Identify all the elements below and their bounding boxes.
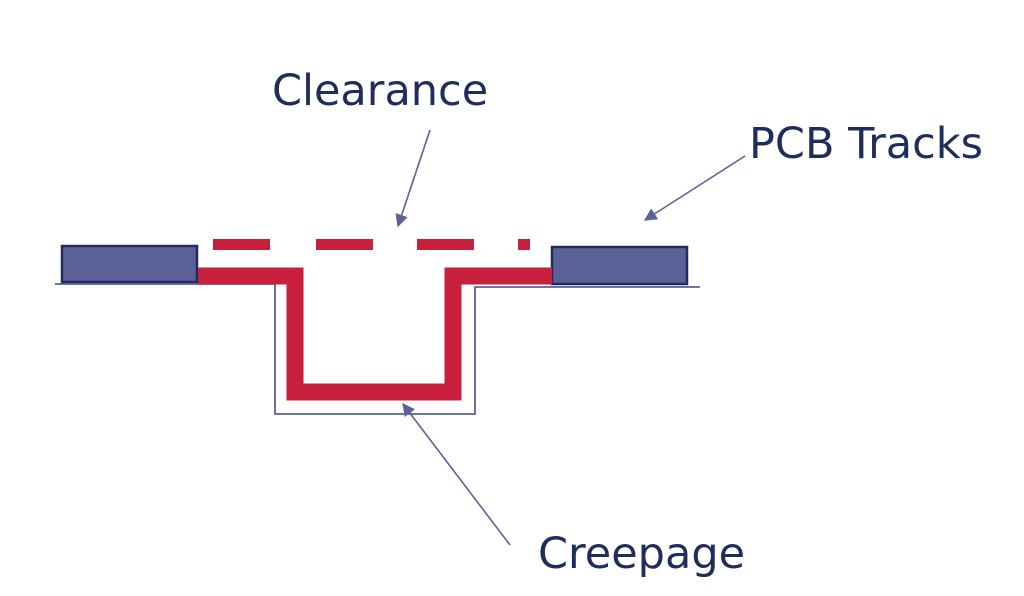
pcb-tracks-label: PCB Tracks	[749, 119, 983, 169]
pcb-track-right	[550, 245, 689, 286]
clearance-dash	[213, 239, 270, 250]
pcb-track-left	[60, 244, 199, 284]
clearance-label: Clearance	[272, 66, 488, 116]
clearance-dash	[518, 239, 530, 250]
clearance-dash	[417, 239, 474, 250]
creepage-path	[198, 267, 552, 401]
clearance-dash	[316, 239, 373, 250]
clearance-path	[213, 239, 530, 250]
creepage-label: Creepage	[538, 529, 745, 579]
creepage-arrow	[402, 402, 511, 546]
clearance-arrow	[395, 129, 431, 228]
pcb-tracks-arrow	[643, 155, 746, 221]
